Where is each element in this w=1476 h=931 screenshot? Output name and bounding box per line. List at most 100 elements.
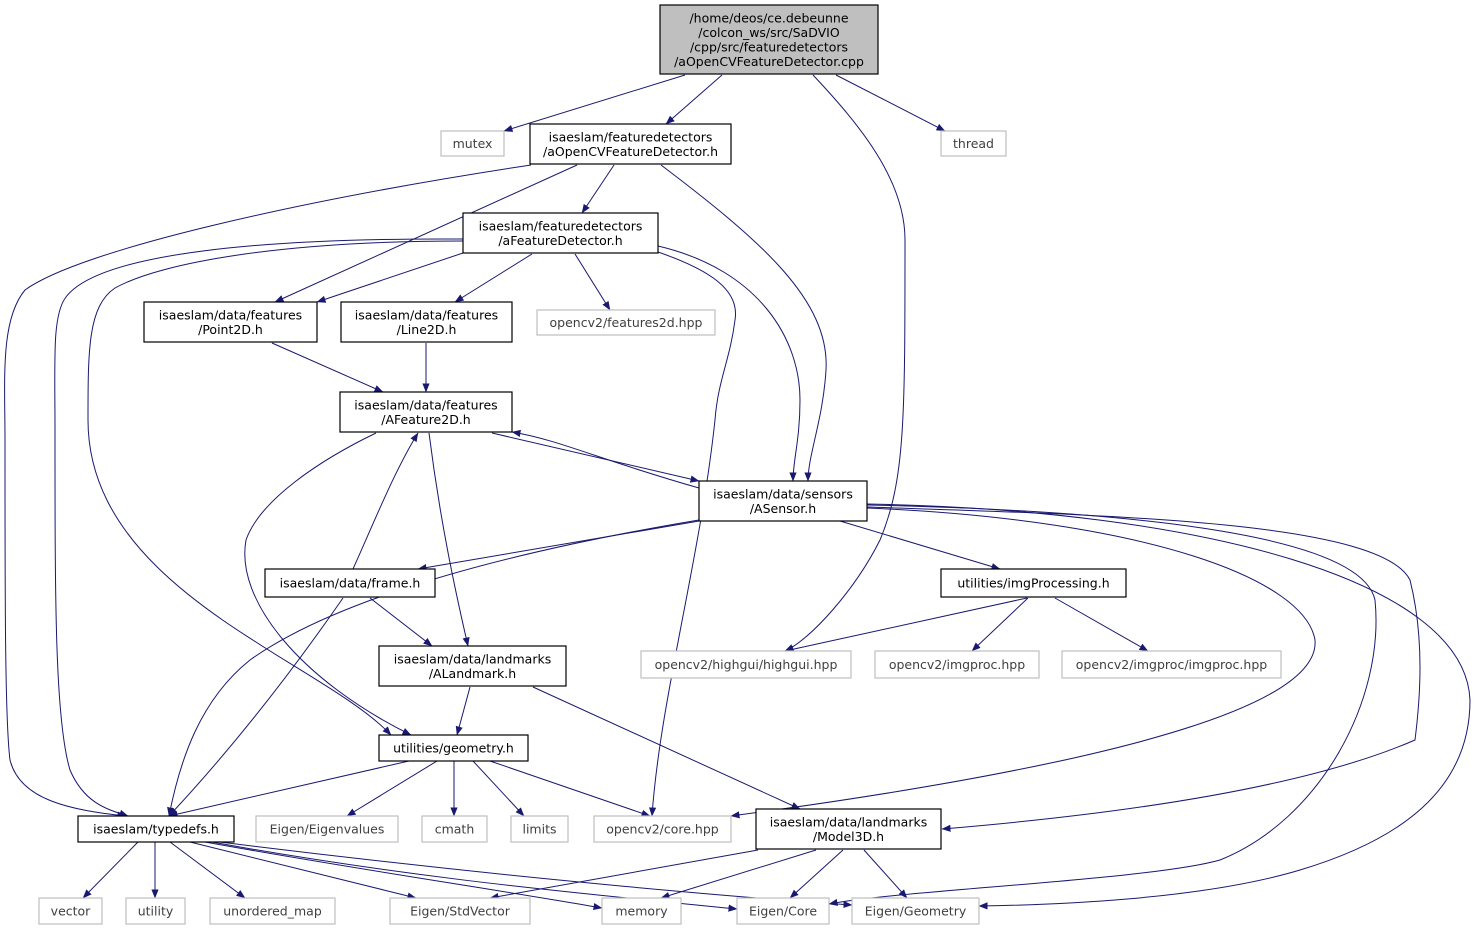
edge-model3d-to-memory	[660, 849, 817, 899]
node-box	[378, 734, 529, 762]
node-root[interactable]: /home/deos/ce.debeunne/colcon_ws/src/SaD…	[659, 4, 879, 75]
edge-frame-to-afeature2d	[352, 432, 419, 570]
edge-line	[168, 760, 410, 818]
edge-line	[789, 849, 844, 899]
node-line2d[interactable]: isaeslam/data/features/Line2D.h	[340, 301, 513, 343]
node-imgproc_h[interactable]: utilities/imgProcessing.h	[940, 568, 1127, 598]
node-box	[340, 301, 513, 343]
edge-line	[169, 841, 246, 899]
edge-line	[87, 240, 464, 736]
node-imgproc_hpp: opencv2/imgproc.hpp	[874, 650, 1040, 679]
node-box	[462, 212, 659, 254]
edge-line	[648, 251, 737, 817]
node-model3d[interactable]: isaeslam/data/landmarks/Model3D.h	[755, 808, 942, 850]
edge-line	[369, 597, 433, 647]
edge-line	[271, 342, 384, 393]
node-afd_h[interactable]: isaeslam/featuredetectors/aFeatureDetect…	[462, 212, 659, 254]
edge-line	[828, 504, 1377, 906]
node-label: /aFeatureDetector.h	[498, 233, 622, 248]
edge-asensor-to-eigencore	[828, 504, 1377, 906]
node-label: Eigen/StdVector	[410, 904, 511, 919]
node-box	[698, 480, 868, 522]
edge-line	[665, 74, 723, 125]
edge-root-to-aocvfd_h	[665, 74, 723, 125]
node-point2d[interactable]: isaeslam/data/features/Point2D.h	[143, 301, 318, 343]
edge-model3d-to-geometryeig	[863, 849, 908, 899]
node-typedefs[interactable]: isaeslam/typedefs.h	[77, 815, 235, 843]
edge-afeature2d-to-alandmark	[428, 432, 470, 647]
edge-geometry-to-limits	[472, 760, 525, 817]
edge-line	[730, 507, 1316, 819]
edge-line	[660, 849, 817, 899]
node-label: opencv2/core.hpp	[606, 822, 719, 837]
edge-line	[532, 686, 801, 810]
node-label: limits	[522, 822, 556, 837]
node-features2d: opencv2/features2d.hpp	[536, 309, 716, 336]
node-label: cmath	[435, 822, 475, 837]
edge-afd_h-to-corehpp	[648, 251, 737, 817]
node-stdvector: Eigen/StdVector	[389, 897, 531, 925]
edge-afd_h-to-features2d	[574, 253, 611, 311]
edge-line	[784, 597, 1028, 653]
edge-model3d-to-eigencore	[789, 849, 844, 899]
node-label: isaeslam/featuredetectors	[549, 129, 713, 144]
node-label: /home/deos/ce.debeunne	[689, 10, 848, 25]
node-box	[640, 650, 852, 679]
edge-typedefs-to-vector	[82, 841, 139, 899]
node-eigenvalues: Eigen/Eigenvalues	[255, 815, 399, 843]
node-box	[143, 301, 318, 343]
edge-root-to-thread	[835, 74, 946, 132]
edge-asensor-to-geometryeig	[866, 503, 1471, 910]
edge-line	[244, 432, 412, 736]
edge-line	[784, 74, 906, 652]
edge-afd_h-to-asensor	[657, 245, 801, 482]
edge-line	[839, 520, 1001, 570]
node-box	[38, 897, 103, 925]
node-label: /colcon_ws/src/SaDVIO	[698, 25, 840, 40]
node-label: thread	[953, 136, 994, 151]
node-afeature2d[interactable]: isaeslam/data/features/AFeature2D.h	[339, 391, 513, 433]
node-limits: limits	[510, 815, 569, 843]
edge-frame-to-alandmark	[369, 597, 433, 647]
edge-asensor-to-model3d	[866, 506, 1421, 832]
node-label: Eigen/Eigenvalues	[270, 822, 385, 837]
node-label: utility	[138, 904, 174, 919]
node-box	[593, 815, 732, 843]
node-alandmark[interactable]: isaeslam/data/landmarks/ALandmark.h	[378, 645, 567, 687]
edge-geometry-to-eigenvalues	[346, 760, 438, 817]
edge-afd_h-to-geometry	[87, 240, 464, 736]
edge-line	[316, 252, 464, 303]
node-highgui: opencv2/highgui/highgui.hpp	[640, 650, 852, 679]
node-box	[77, 815, 235, 843]
edge-root-to-highgui	[784, 74, 906, 652]
node-label: /AFeature2D.h	[381, 412, 470, 427]
edge-line	[454, 253, 533, 303]
node-label: isaeslam/data/landmarks	[394, 651, 551, 666]
node-box	[339, 391, 513, 433]
node-frame[interactable]: isaeslam/data/frame.h	[264, 568, 436, 598]
edge-alandmark-to-geometry	[455, 686, 471, 736]
edge-line	[657, 245, 801, 482]
edge-line	[491, 432, 700, 483]
node-box	[940, 130, 1007, 157]
edge-line	[866, 506, 1421, 832]
edge-line	[835, 74, 946, 132]
edge-afd_h-to-point2d	[316, 252, 464, 303]
node-corehpp: opencv2/core.hpp	[593, 815, 732, 843]
node-label: opencv2/features2d.hpp	[550, 315, 703, 330]
node-box	[389, 897, 531, 925]
edge-line	[581, 164, 615, 214]
edge-line	[574, 253, 611, 311]
node-asensor[interactable]: isaeslam/data/sensors/ASensor.h	[698, 480, 868, 522]
node-geometryeig: Eigen/Geometry	[851, 897, 980, 925]
node-label: /Point2D.h	[198, 322, 263, 337]
edge-line	[352, 432, 419, 570]
node-label: /cpp/src/featuredetectors	[690, 39, 848, 54]
node-geometry[interactable]: utilities/geometry.h	[378, 734, 529, 762]
node-aocvfd_h[interactable]: isaeslam/featuredetectors/aOpenCVFeature…	[529, 123, 732, 165]
node-umap: unordered_map	[209, 897, 336, 925]
node-label: opencv2/highgui/highgui.hpp	[655, 657, 838, 672]
edge-line	[54, 238, 464, 817]
node-label: /Line2D.h	[397, 322, 457, 337]
